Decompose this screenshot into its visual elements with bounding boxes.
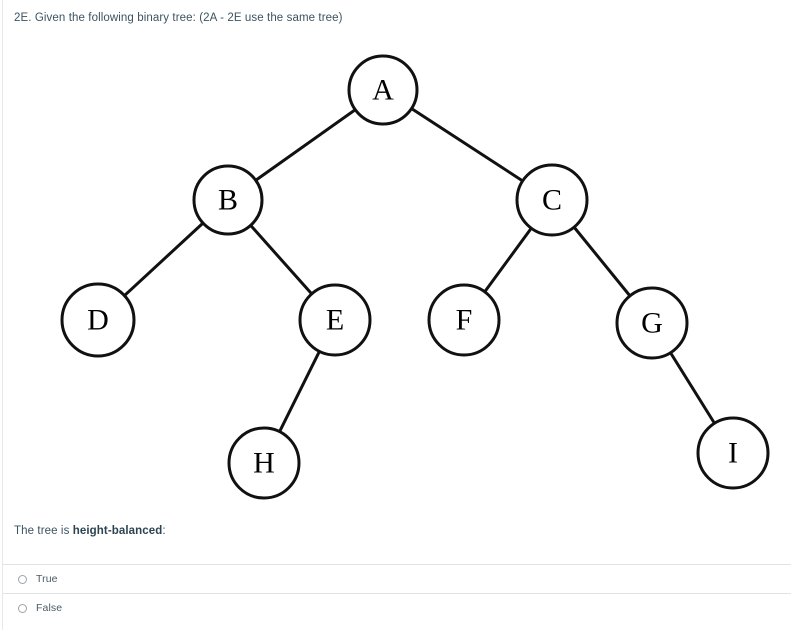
tree-node-circle [427, 283, 501, 357]
tree-node-c: C [515, 163, 589, 237]
tree-node-label: I [728, 437, 738, 470]
tree-node-label: C [542, 184, 562, 217]
radio-unselected-icon[interactable] [18, 603, 27, 613]
statement-emphasis: height-balanced [72, 525, 163, 537]
tree-edge-c-g [571, 224, 633, 299]
balanced-statement: The tree is height-balanced: [14, 523, 166, 539]
question-prompt: 2E. Given the following binary tree: (2A… [14, 12, 343, 24]
tree-edge-c-f [482, 225, 534, 295]
answer-option-label: True [36, 573, 58, 585]
tree-edge-b-d [122, 220, 206, 298]
tree-node-circle [696, 416, 770, 490]
tree-edge-g-i [668, 350, 717, 426]
tree-node-circle [515, 163, 589, 237]
tree-node-circle [192, 164, 264, 236]
tree-edge-a-c [409, 106, 526, 183]
tree-node-label: D [87, 304, 109, 337]
tree-node-f: F [427, 283, 501, 357]
tree-node-d: D [60, 282, 136, 358]
tree-node-a: A [347, 54, 419, 126]
tree-edge-a-b [253, 107, 358, 183]
left-border-rule [2, 0, 3, 630]
statement-suffix: : [162, 525, 166, 537]
tree-node-group: A B C D E F G H I [60, 54, 770, 500]
tree-node-label: A [372, 74, 394, 107]
tree-node-label: H [253, 447, 275, 480]
tree-node-label: F [456, 304, 473, 337]
tree-edge-e-h [277, 348, 322, 435]
tree-node-circle [298, 283, 372, 357]
tree-edge-group [122, 106, 717, 435]
radio-unselected-icon[interactable] [18, 574, 27, 584]
tree-node-circle [347, 54, 419, 126]
tree-node-g: G [615, 286, 689, 360]
answer-option-label: False [36, 602, 63, 614]
answer-option-false[interactable]: False [3, 593, 791, 622]
tree-node-e: E [298, 283, 372, 357]
binary-tree-svg: A B C D E F G H I [60, 54, 770, 500]
tree-node-circle [227, 426, 301, 500]
tree-node-circle [60, 282, 136, 358]
tree-node-h: H [227, 426, 301, 500]
tree-node-label: G [641, 307, 663, 340]
tree-node-b: B [192, 164, 264, 236]
tree-node-label: B [218, 184, 238, 217]
binary-tree-figure: A B C D E F G H I [0, 30, 805, 520]
tree-edge-b-e [248, 223, 314, 297]
tree-node-i: I [696, 416, 770, 490]
tree-node-label: E [326, 304, 344, 337]
statement-prefix: The tree is [14, 525, 73, 537]
tree-node-circle [615, 286, 689, 360]
answer-option-true[interactable]: True [3, 564, 791, 593]
